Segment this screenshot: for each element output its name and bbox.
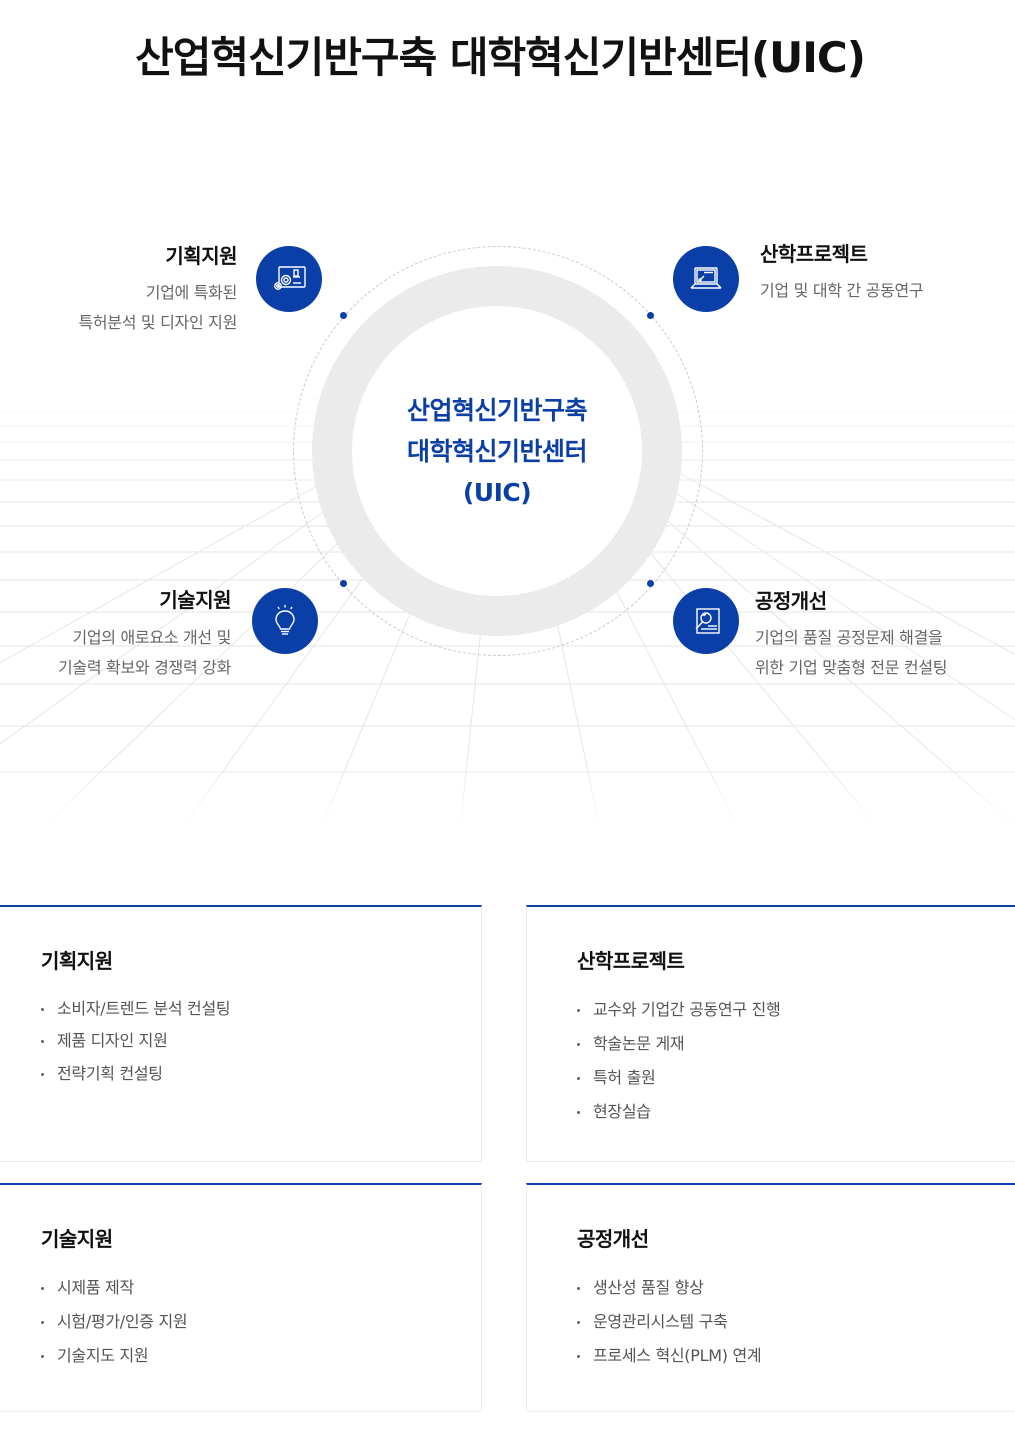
orbit-dot-bottom-left (340, 580, 347, 587)
card-process-list: 생산성 품질 향상 운영관리시스템 구축 프로세스 혁신(PLM) 연계 (577, 1271, 762, 1373)
list-item: 소비자/트렌드 분석 컨설팅 (41, 993, 231, 1025)
card-planning-title: 기획지원 (41, 949, 113, 973)
orbit-dot-top-left (340, 312, 347, 319)
card-industry-academia: 산학프로젝트 교수와 기업간 공동연구 진행 학술논문 게재 특허 출원 현장실… (526, 905, 1015, 1162)
card-planning-list: 소비자/트렌드 분석 컨설팅 제품 디자인 지원 전략기획 컨설팅 (41, 993, 231, 1091)
uic-diagram: 산업혁신기반구축 대학혁신기반센터 (UIC) 기획지원 기업에 특화된 특허분… (0, 200, 1015, 840)
laptop-icon (673, 246, 739, 312)
node-planning-desc-line2: 특허분석 및 디자인 지원 (78, 313, 237, 332)
center-label: 산업혁신기반구축 대학혁신기반센터 (UIC) (312, 390, 682, 513)
center-circle (352, 306, 642, 596)
card-technical-title: 기술지원 (41, 1227, 113, 1251)
list-item: 제품 디자인 지원 (41, 1025, 230, 1057)
card-industry-academia-title: 산학프로젝트 (577, 949, 685, 973)
card-technical: 기술지원 시제품 제작 시험/평가/인증 지원 기술지도 지원 (0, 1183, 482, 1412)
node-technical-desc-line2: 기술력 확보와 경쟁력 강화 (58, 658, 231, 677)
list-item: 기술지도 지원 (41, 1339, 187, 1373)
node-planning-desc-line1: 기업에 특화된 (145, 283, 238, 302)
card-industry-academia-list: 교수와 기업간 공동연구 진행 학술논문 게재 특허 출원 현장실습 (577, 993, 781, 1129)
card-planning: 기획지원 소비자/트렌드 분석 컨설팅 제품 디자인 지원 전략기획 컨설팅 (0, 905, 482, 1162)
center-label-line3: (UIC) (462, 478, 532, 507)
node-industry-academia-desc-line1: 기업 및 대학 간 공동연구 (760, 281, 924, 300)
list-item: 교수와 기업간 공동연구 진행 (577, 993, 781, 1027)
node-industry-academia-title: 산학프로젝트 (760, 242, 868, 266)
list-item: 전략기획 컨설팅 (41, 1057, 230, 1091)
page-title: 산업혁신기반구축 대학혁신기반센터(UIC) (135, 33, 866, 82)
list-item: 특허 출원 (577, 1061, 780, 1095)
lightbulb-icon (252, 588, 318, 654)
orbit-dot-top-right (647, 312, 654, 319)
gear-blueprint-icon (256, 246, 322, 312)
center-label-line2: 대학혁신기반센터 (406, 437, 588, 466)
node-process-desc-line2: 위한 기업 맞춤형 전문 컨설팅 (755, 658, 948, 677)
orbit-dot-bottom-right (647, 580, 654, 587)
list-item: 현장실습 (577, 1095, 780, 1129)
orbit-dashed-ring (293, 246, 703, 656)
list-item: 프로세스 혁신(PLM) 연계 (577, 1339, 762, 1373)
list-item: 시험/평가/인증 지원 (41, 1305, 188, 1339)
node-process-desc-line1: 기업의 품질 공정문제 해결을 (755, 628, 943, 647)
document-search-icon (673, 588, 739, 654)
node-technical-desc-line1: 기업의 애로요소 개선 및 (72, 628, 231, 647)
card-process-title: 공정개선 (577, 1227, 649, 1251)
list-item: 학술논문 게재 (577, 1027, 780, 1061)
center-label-line1: 산업혁신기반구축 (406, 396, 588, 425)
node-technical-title: 기술지원 (159, 588, 231, 612)
node-process-title: 공정개선 (755, 589, 827, 613)
node-planning-title: 기획지원 (165, 244, 237, 268)
list-item: 운영관리시스템 구축 (577, 1305, 761, 1339)
list-item: 생산성 품질 향상 (577, 1271, 761, 1305)
card-process: 공정개선 생산성 품질 향상 운영관리시스템 구축 프로세스 혁신(PLM) 연… (526, 1183, 1015, 1412)
card-technical-list: 시제품 제작 시험/평가/인증 지원 기술지도 지원 (41, 1271, 188, 1373)
list-item: 시제품 제작 (41, 1271, 187, 1305)
